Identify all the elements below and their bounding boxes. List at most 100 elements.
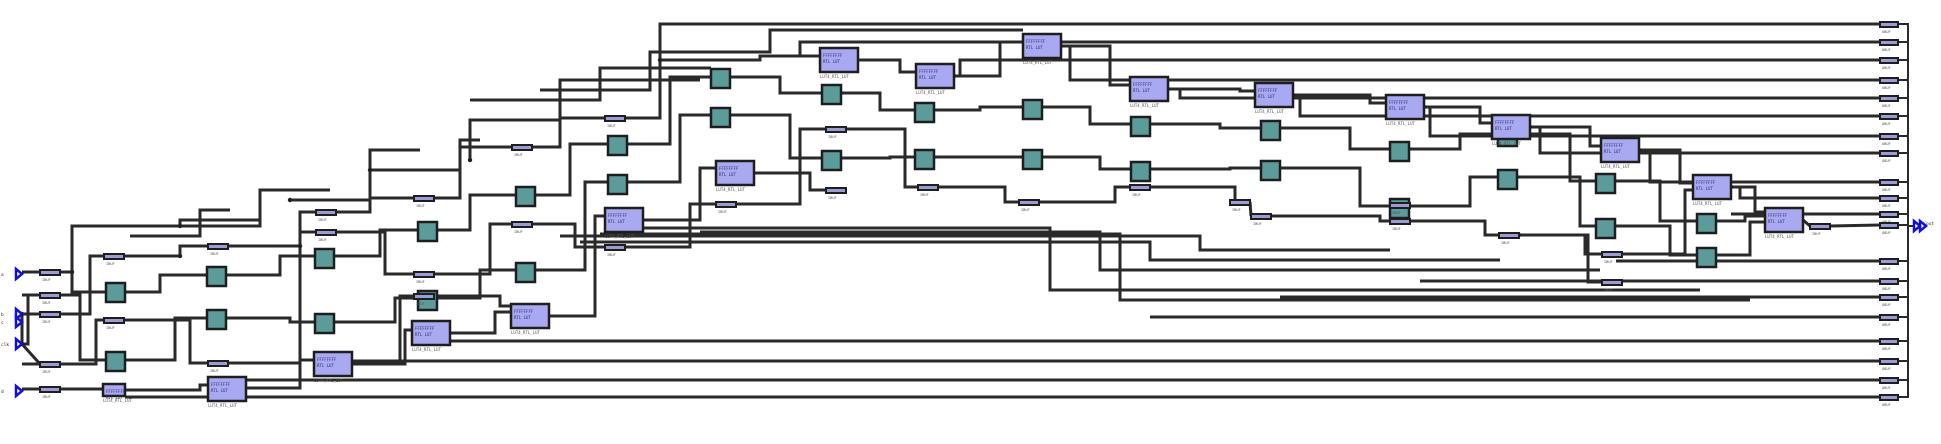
buffer-cell[interactable]: IBUF — [604, 115, 626, 128]
logic-gate[interactable] — [1129, 160, 1152, 183]
input-port[interactable]: a — [1, 266, 24, 282]
buffer-cell[interactable]: IBUF — [1229, 199, 1251, 212]
buffer-cell[interactable]: IBUF — [39, 292, 61, 305]
buffer-cell[interactable]: OBUF — [1879, 278, 1899, 291]
logic-gate[interactable] — [820, 83, 843, 106]
buffer-cell[interactable]: OBUF — [1879, 113, 1899, 126]
logic-gate[interactable] — [1496, 168, 1519, 191]
buffer-cell[interactable]: IBUF — [315, 229, 337, 242]
logic-gate[interactable] — [1021, 148, 1044, 171]
buffer-cell[interactable]: OBUF — [1879, 77, 1899, 90]
logic-gate[interactable] — [205, 308, 228, 331]
buffer-cell[interactable]: IBUF — [39, 361, 61, 374]
logic-gate[interactable] — [1259, 119, 1282, 142]
buffer-cell[interactable]: OBUF — [1879, 358, 1899, 371]
buffer-cell[interactable]: OBUF — [1879, 150, 1899, 163]
buffer-cell[interactable]: IBUF — [825, 126, 847, 139]
logic-gate[interactable] — [820, 149, 843, 172]
buffer-cell[interactable]: OBUF — [1879, 57, 1899, 70]
buffer-cell[interactable]: OBUF — [1879, 179, 1899, 192]
logic-gate[interactable] — [1259, 159, 1282, 182]
buffer-cell[interactable]: OBUF — [1879, 394, 1899, 407]
logic-gate[interactable] — [205, 265, 228, 288]
logic-gate[interactable] — [1594, 217, 1617, 240]
buffer-cell[interactable]: IBUF — [825, 187, 847, 200]
logic-gate[interactable] — [709, 106, 732, 129]
buffer-cell[interactable]: OBUF — [1879, 195, 1899, 208]
buffer-cell[interactable]: IBUF — [1498, 232, 1520, 245]
logic-gate[interactable] — [104, 350, 127, 373]
buffer-cell[interactable]: IBUF — [1601, 279, 1623, 292]
buffer-cell[interactable]: IBUF — [1018, 199, 1040, 212]
buffer-cell[interactable]: OBUF — [1879, 258, 1899, 271]
logic-gate[interactable] — [606, 173, 629, 196]
logic-gate[interactable] — [1695, 212, 1718, 235]
logic-gate[interactable] — [1388, 140, 1411, 163]
buffer-cell[interactable]: OBUF — [1879, 39, 1899, 52]
buffer-cell[interactable]: IBUF — [413, 271, 435, 284]
buffer-cell[interactable]: IBUF — [1129, 184, 1151, 197]
buffer-cell[interactable]: IBUF — [39, 269, 61, 282]
buffer-cell[interactable]: IBUF — [103, 317, 125, 330]
logic-gate[interactable] — [1129, 115, 1152, 138]
input-port[interactable]: d — [1, 383, 24, 399]
buffer-cell[interactable]: IBUF — [511, 221, 533, 234]
buffer-cell[interactable]: IBUF — [715, 201, 737, 214]
buffer-cell[interactable]: IBUF — [1250, 213, 1272, 226]
buffer-cell[interactable]: IBUF — [39, 386, 61, 399]
buffer-cell[interactable]: IBUF — [103, 253, 125, 266]
buffer-cell[interactable]: IBUF — [1389, 218, 1411, 231]
logic-gate[interactable] — [313, 312, 336, 335]
buffer-cell[interactable]: OBUF — [1879, 21, 1899, 34]
buffer-cell[interactable]: IBUF — [315, 209, 337, 222]
buffer-cell[interactable]: IBUF — [1601, 251, 1623, 264]
logic-gate[interactable] — [514, 261, 537, 284]
buffer-cell[interactable]: IBUF — [604, 244, 626, 257]
buffer-cell[interactable]: OBUF — [1879, 314, 1899, 327]
buffer-cell[interactable]: IBUF — [207, 243, 229, 256]
logic-gate[interactable] — [1021, 98, 1044, 121]
input-port[interactable]: clk — [1, 336, 24, 352]
logic-gate[interactable] — [416, 220, 439, 243]
logic-gate[interactable] — [514, 185, 537, 208]
buffer-cell[interactable]: IBUF — [511, 144, 533, 157]
buffer-cell[interactable]: IBUF — [413, 293, 435, 306]
logic-gate[interactable] — [913, 101, 936, 124]
buffer-cell[interactable]: OBUF — [1879, 377, 1899, 390]
logic-gate[interactable] — [1594, 172, 1617, 195]
buffer-cell[interactable]: OBUF — [1879, 338, 1899, 351]
logic-gate[interactable] — [104, 281, 127, 304]
buffer-cell[interactable]: IBUF — [207, 360, 229, 373]
input-port[interactable]: c — [1, 314, 24, 330]
buffer-cell[interactable]: OBUF — [1879, 95, 1899, 108]
input-port[interactable]: b — [1, 306, 24, 322]
buffer-cell[interactable]: OBUF — [1879, 133, 1899, 146]
buffer-cell[interactable]: IBUF — [1809, 223, 1831, 236]
logic-gate[interactable] — [913, 148, 936, 171]
buffer-cell[interactable]: IBUF — [917, 184, 939, 197]
logic-gate[interactable] — [1695, 246, 1718, 269]
buffer-cell[interactable]: OBUF — [1879, 294, 1899, 307]
buffer-cell[interactable]: IBUF — [39, 311, 61, 324]
buffer-cell[interactable]: OBUF — [1879, 222, 1899, 235]
output-port[interactable]: out — [1912, 218, 1934, 234]
logic-gate[interactable] — [709, 67, 732, 90]
logic-gate[interactable] — [313, 247, 336, 270]
